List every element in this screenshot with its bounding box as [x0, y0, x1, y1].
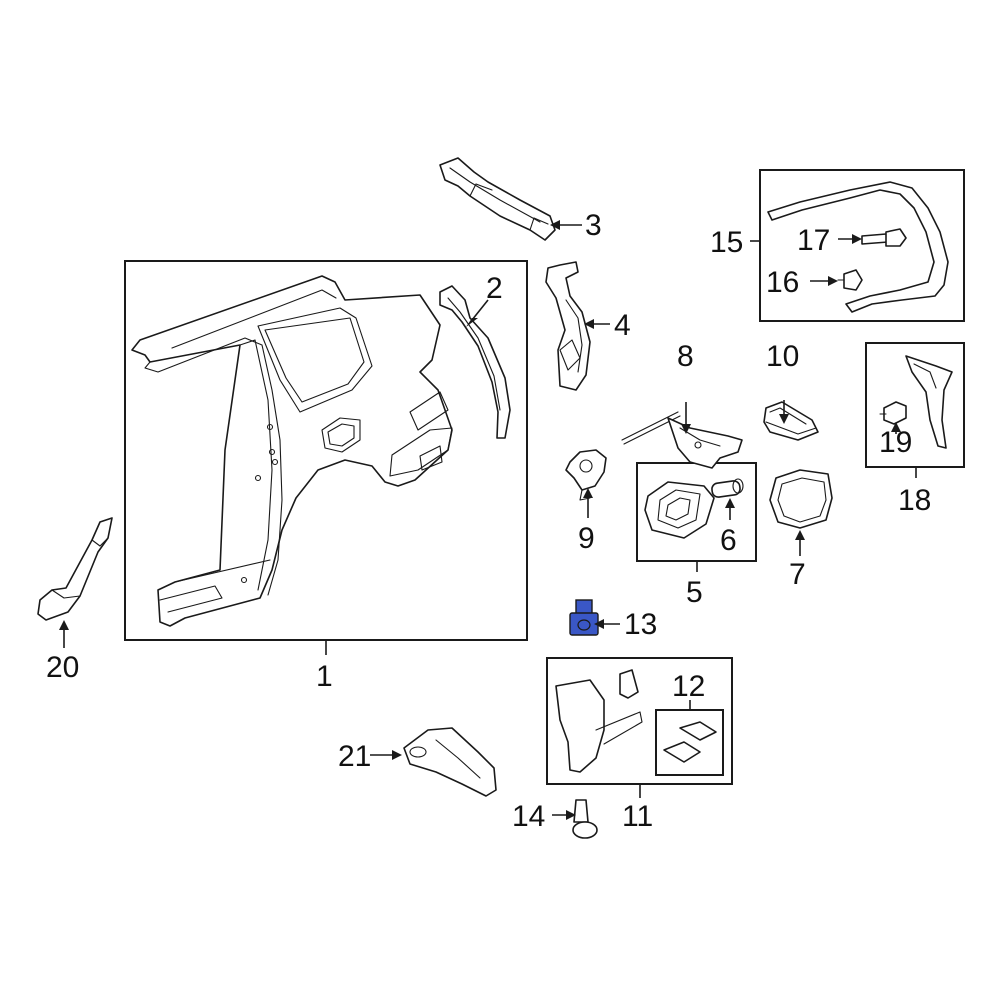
callout-15: 15 — [710, 226, 743, 259]
callout-5: 5 — [686, 576, 703, 609]
fuel-cap-pin-part[interactable] — [711, 478, 744, 498]
callout-17: 17 — [797, 224, 830, 257]
hinge-bracket-part[interactable] — [621, 411, 743, 469]
lower-extension-part[interactable] — [37, 517, 113, 621]
reinforcement-strip-part[interactable] — [439, 285, 511, 439]
callout-3: 3 — [585, 209, 602, 242]
pillar-bracket-part[interactable] — [545, 261, 591, 391]
group-box-11 — [546, 657, 733, 785]
fuel-housing-part[interactable] — [644, 481, 715, 539]
group-box-18 — [865, 342, 965, 468]
upper-bracket-part[interactable] — [439, 157, 556, 241]
callout-7: 7 — [789, 558, 806, 591]
callout-13: 13 — [624, 608, 657, 641]
callout-8: 8 — [677, 340, 694, 373]
callout-9: 9 — [578, 522, 595, 555]
latch-part[interactable] — [763, 401, 819, 441]
callout-6: 6 — [720, 524, 737, 557]
leader-lines — [59, 220, 917, 820]
callout-11: 11 — [622, 800, 653, 833]
clip-19-part[interactable] — [879, 401, 907, 425]
bolt-17-part[interactable] — [861, 228, 907, 247]
garnish-part[interactable] — [905, 355, 953, 449]
roof-molding-part[interactable] — [767, 181, 949, 313]
callout-1: 1 — [316, 660, 333, 693]
screw-part[interactable] — [572, 799, 598, 839]
quarter-panel-part[interactable] — [131, 275, 453, 627]
callout-14: 14 — [512, 800, 545, 833]
callout-labels: 1 2 3 4 5 6 7 8 9 10 11 12 13 14 15 16 1… — [46, 209, 931, 833]
callout-12: 12 — [672, 670, 705, 703]
callout-10: 10 — [766, 340, 799, 373]
clip-16-part[interactable] — [837, 269, 863, 291]
callout-2: 2 — [486, 272, 503, 305]
splash-guard-part[interactable] — [403, 727, 497, 797]
group-box-1 — [124, 260, 528, 641]
fuel-door-part[interactable] — [769, 469, 833, 529]
actuator-part[interactable] — [565, 449, 607, 501]
callout-18: 18 — [898, 484, 931, 517]
group-box-12 — [655, 709, 724, 776]
bracket-clip-part[interactable] — [619, 669, 639, 699]
callout-4: 4 — [614, 309, 631, 342]
callout-19: 19 — [879, 426, 912, 459]
nut-clip-part[interactable] — [663, 721, 717, 763]
liner-part[interactable] — [555, 679, 643, 773]
group-box-15 — [759, 169, 965, 322]
bumper-stop-part[interactable] — [569, 599, 599, 636]
callout-21: 21 — [338, 740, 371, 773]
callout-20: 20 — [46, 651, 79, 684]
callout-16: 16 — [766, 266, 799, 299]
